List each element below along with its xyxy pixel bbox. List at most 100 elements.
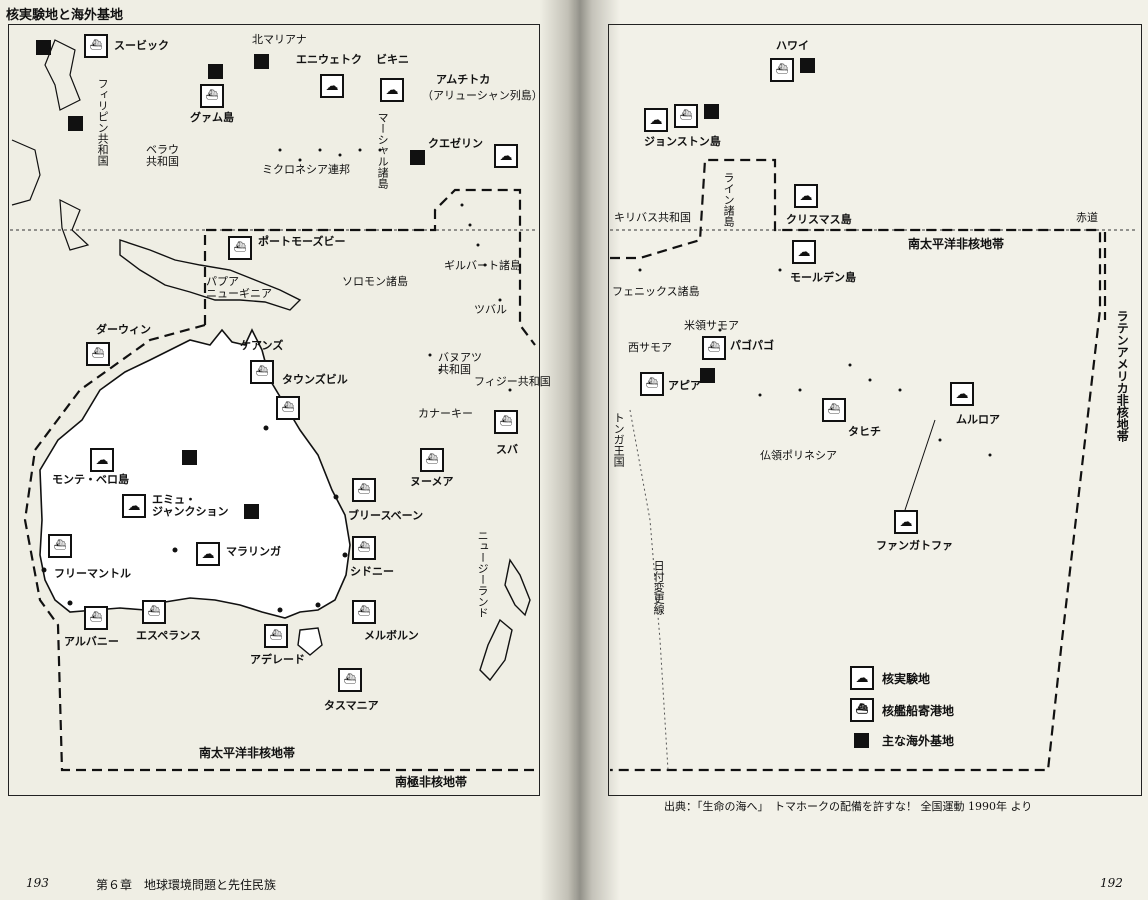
warship-icon: ⛴ bbox=[352, 536, 376, 560]
warship-icon: ⛴ bbox=[276, 396, 300, 420]
nuclear-test-icon: ☁ bbox=[644, 108, 668, 132]
legend-item-base: 主な海外基地 bbox=[854, 732, 954, 749]
warship-icon: ⛴ bbox=[702, 336, 726, 360]
warship-icon: ⛴ bbox=[420, 448, 444, 472]
label-vanuatu: バヌアツ 共和国 bbox=[438, 351, 482, 377]
warship-icon: ⛴ bbox=[494, 410, 518, 434]
label-tahiti: タヒチ bbox=[848, 425, 881, 438]
legend-label: 核艦船寄港地 bbox=[882, 703, 955, 718]
label-dateline: 日付変更線 bbox=[652, 560, 666, 615]
antarctic-zone-label: 南極非核地帯 bbox=[392, 773, 471, 790]
nuclear-test-icon: ☁ bbox=[380, 78, 404, 102]
label-fangataufa: ファンガトファ bbox=[876, 539, 953, 552]
warship-icon: ⛴ bbox=[84, 34, 108, 58]
label-new-zealand: ニュージーランド bbox=[476, 530, 490, 618]
borneo-island bbox=[11, 139, 41, 206]
scattered-islands bbox=[278, 148, 992, 457]
warship-icon: ⛴ bbox=[770, 58, 794, 82]
label-gilbert: ギルバート諸島 bbox=[444, 259, 521, 272]
legend-label: 主な海外基地 bbox=[882, 734, 955, 748]
base-square-icon bbox=[244, 504, 259, 519]
label-christmas: クリスマス島 bbox=[786, 213, 852, 226]
label-tasmania: タスマニア bbox=[324, 699, 379, 712]
nuclear-test-icon: ☁ bbox=[950, 382, 974, 406]
new-zealand-north bbox=[504, 558, 531, 617]
label-fremantle: フリーマントル bbox=[54, 567, 131, 580]
left-map-frame bbox=[8, 24, 540, 796]
spnfz-label-left: 南太平洋非核地帯 bbox=[196, 744, 299, 761]
label-philippines: フィリピン共和国 bbox=[96, 78, 110, 166]
source-citation: 出典：「生命の海へ」 トマホークの配備を許すな！ 全国運動 1990年 より bbox=[664, 800, 1033, 813]
label-kwajalein: クエゼリン bbox=[428, 137, 483, 150]
new-zealand-south bbox=[479, 618, 513, 682]
warship-icon: ⛴ bbox=[250, 360, 274, 384]
label-phoenix: フェニックス諸島 bbox=[612, 285, 700, 298]
tasmania-island bbox=[297, 627, 323, 656]
label-cairns: ケアンズ bbox=[240, 339, 284, 352]
label-emu: エミュ・ ジャンクション bbox=[152, 493, 229, 519]
label-subic: スービック bbox=[114, 39, 169, 52]
label-line-islands: ライン諸島 bbox=[722, 172, 736, 227]
latin-america-zone-label: ラテンアメリカ非核地帯 bbox=[1112, 310, 1132, 442]
label-port-moresby: ポートモーズビー bbox=[258, 235, 346, 248]
legend-item-nuclear-test: ☁ 核実験地 bbox=[850, 666, 930, 690]
label-enewetak: エニウェトク bbox=[296, 53, 362, 66]
label-new-caledonia: カナーキー bbox=[418, 407, 473, 420]
label-png: パプア ニューギニア bbox=[206, 275, 272, 301]
label-bikini: ビキニ bbox=[376, 53, 409, 66]
new-guinea-island bbox=[119, 239, 302, 311]
base-square-icon bbox=[700, 368, 715, 383]
legend-label: 核実験地 bbox=[882, 671, 931, 686]
warship-icon: ⛴ bbox=[48, 534, 72, 558]
label-tonga: トンガ王国 bbox=[612, 412, 625, 467]
label-w-samoa: 西サモア bbox=[628, 341, 672, 354]
label-townsville: タウンズビル bbox=[282, 373, 348, 386]
nuclear-test-icon: ☁ bbox=[494, 144, 518, 168]
base-square-icon bbox=[68, 116, 83, 131]
label-esperance: エスペランス bbox=[136, 629, 202, 642]
warship-icon: ⛴ bbox=[352, 600, 376, 624]
label-guam: グァム島 bbox=[190, 111, 234, 124]
nuclear-test-icon: ☁ bbox=[90, 448, 114, 472]
label-kiribati: キリバス共和国 bbox=[614, 211, 691, 224]
warship-icon: ⛴ bbox=[200, 84, 224, 108]
left-page-number: 193 bbox=[26, 876, 49, 890]
label-sydney: シドニー bbox=[350, 565, 394, 578]
label-mururoa: ムルロア bbox=[956, 413, 1000, 426]
base-square-icon bbox=[208, 64, 223, 79]
nuclear-test-icon: ☁ bbox=[850, 666, 874, 690]
city-dots bbox=[41, 425, 348, 613]
nuclear-test-icon: ☁ bbox=[122, 494, 146, 518]
label-palau: ベラウ 共和国 bbox=[146, 143, 179, 169]
label-tuvalu: ツバル bbox=[474, 303, 507, 316]
nuclear-test-icon: ☁ bbox=[196, 542, 220, 566]
base-square-icon bbox=[182, 450, 197, 465]
chapter-running-head: 第６章 地球環境問題と先住民族 bbox=[96, 878, 277, 892]
warship-icon: ⛴ bbox=[674, 104, 698, 128]
dateline-path bbox=[629, 409, 669, 771]
label-solomon: ソロモン諸島 bbox=[342, 275, 408, 288]
label-marshall: マーシャル諸島 bbox=[376, 112, 390, 189]
label-fr-polynesia: 仏領ポリネシア bbox=[760, 449, 837, 462]
label-amchitka: アムチトカ bbox=[436, 73, 491, 86]
spnfz-label-right: 南太平洋非核地帯 bbox=[905, 235, 1008, 252]
label-darwin: ダーウィン bbox=[96, 323, 151, 336]
spnfz-boundary-right bbox=[610, 158, 1102, 772]
label-suva: スバ bbox=[496, 443, 518, 456]
warship-icon: ⛴ bbox=[352, 478, 376, 502]
nuclear-test-icon: ☁ bbox=[320, 74, 344, 98]
label-aleutian: （アリューシャン列島） bbox=[422, 89, 543, 102]
warship-icon: ⛴ bbox=[822, 398, 846, 422]
map-title: 核実験地と海外基地 bbox=[6, 8, 124, 23]
label-monte-bello: モンテ・ベロ島 bbox=[52, 473, 129, 486]
nuclear-test-icon: ☁ bbox=[894, 510, 918, 534]
book-gutter-shadow bbox=[540, 0, 620, 900]
label-micronesia: ミクロネシア連邦 bbox=[262, 163, 350, 176]
spnfz-boundary-left bbox=[23, 188, 538, 772]
base-square-icon bbox=[36, 40, 51, 55]
label-maralinga: マラリンガ bbox=[226, 545, 281, 558]
label-adelaide: アデレード bbox=[250, 653, 305, 666]
warship-icon: ⛴ bbox=[264, 624, 288, 648]
label-pago-pago: パゴパゴ bbox=[730, 339, 774, 352]
